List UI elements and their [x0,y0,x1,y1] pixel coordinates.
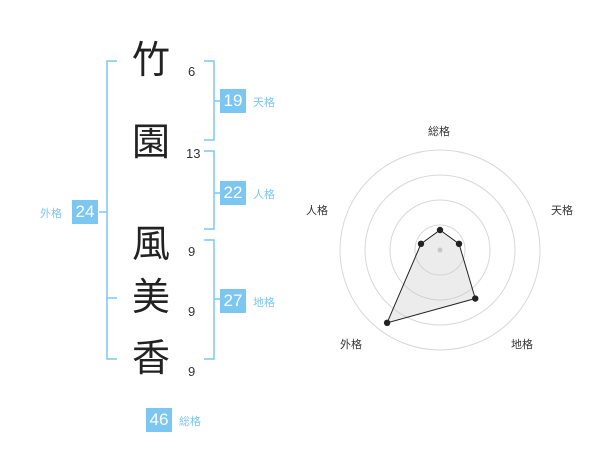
radar-axis-label-jinkaku: 人格 [306,204,328,217]
stroke-count-4: 9 [188,304,196,319]
name-char-4: 美 [131,275,170,319]
radar-ring [389,199,491,301]
gaikaku-bracket [106,60,117,360]
name-char-5: 香 [131,336,170,380]
name-char-1: 竹 [131,38,170,82]
radar-point-4 [383,319,391,327]
tenkaku-badge: 19 [220,89,246,113]
radar-axis-label-gaikaku: 外格 [340,338,362,351]
stroke-count-1: 6 [188,64,196,79]
radar-point-3 [472,295,479,302]
radar-chart [339,149,541,351]
tenkaku-bracket [204,60,215,141]
stroke-count-5: 9 [188,364,196,379]
chikaku-bracket [204,239,215,360]
radar-axis-label-tenkaku: 天格 [551,204,573,217]
name-char-2: 園 [131,120,170,164]
soukaku-label: 総格 [179,415,201,428]
radar-center [437,247,443,253]
radar-ring [414,224,466,276]
radar-point-2 [455,240,463,248]
jinkaku-bracket [204,150,215,230]
stroke-count-3: 9 [188,244,196,259]
name-char-3: 風 [131,222,170,266]
chikaku-label: 地格 [253,296,275,309]
jinkaku-label: 人格 [253,188,275,201]
radar-axis-label-soukaku: 総格 [428,125,450,138]
radar-polygon [386,229,476,324]
radar-point-1 [436,226,444,234]
radar-ring [339,149,541,351]
chikaku-badge: 27 [220,289,246,313]
radar-axis-label-chikaku: 地格 [511,338,533,351]
tenkaku-label: 天格 [253,96,275,109]
stroke-count-2: 13 [186,146,201,161]
soukaku-badge: 46 [146,408,172,432]
jinkaku-badge: 22 [220,181,246,205]
radar-point-5 [417,240,425,248]
gaikaku-label: 外格 [40,207,62,220]
gaikaku-badge: 24 [72,200,98,224]
radar-ring [364,174,516,326]
